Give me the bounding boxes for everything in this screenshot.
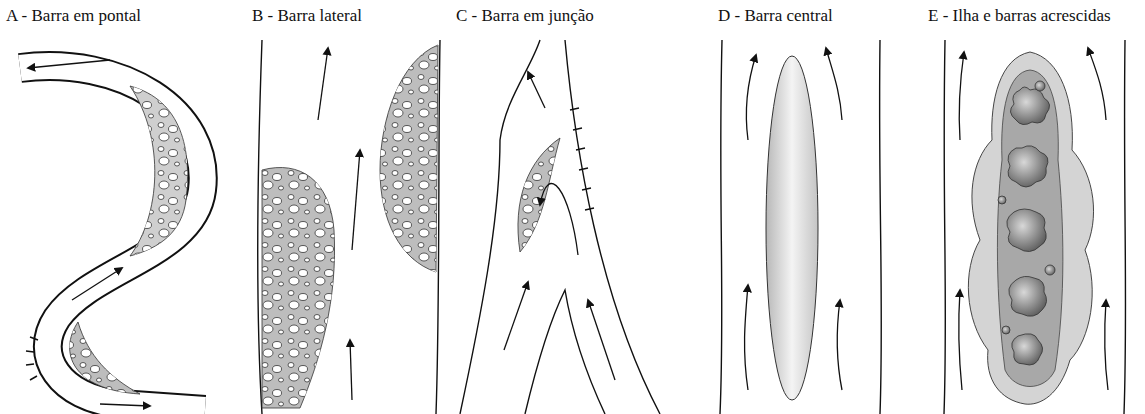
lateral-bars: [258, 40, 440, 414]
panel-title: B - Barra lateral: [252, 6, 362, 26]
panel-title: E - Ilha e barras acrescidas: [928, 6, 1111, 26]
meander-channel: [20, 60, 205, 410]
panel-title: A - Barra em pontal: [6, 6, 141, 26]
panel-title: C - Barra em junção: [456, 6, 594, 26]
junction-bar: [460, 40, 660, 414]
island-bars: [944, 40, 1126, 414]
panel-title: D - Barra central: [718, 6, 833, 26]
central-bar: [720, 40, 881, 414]
